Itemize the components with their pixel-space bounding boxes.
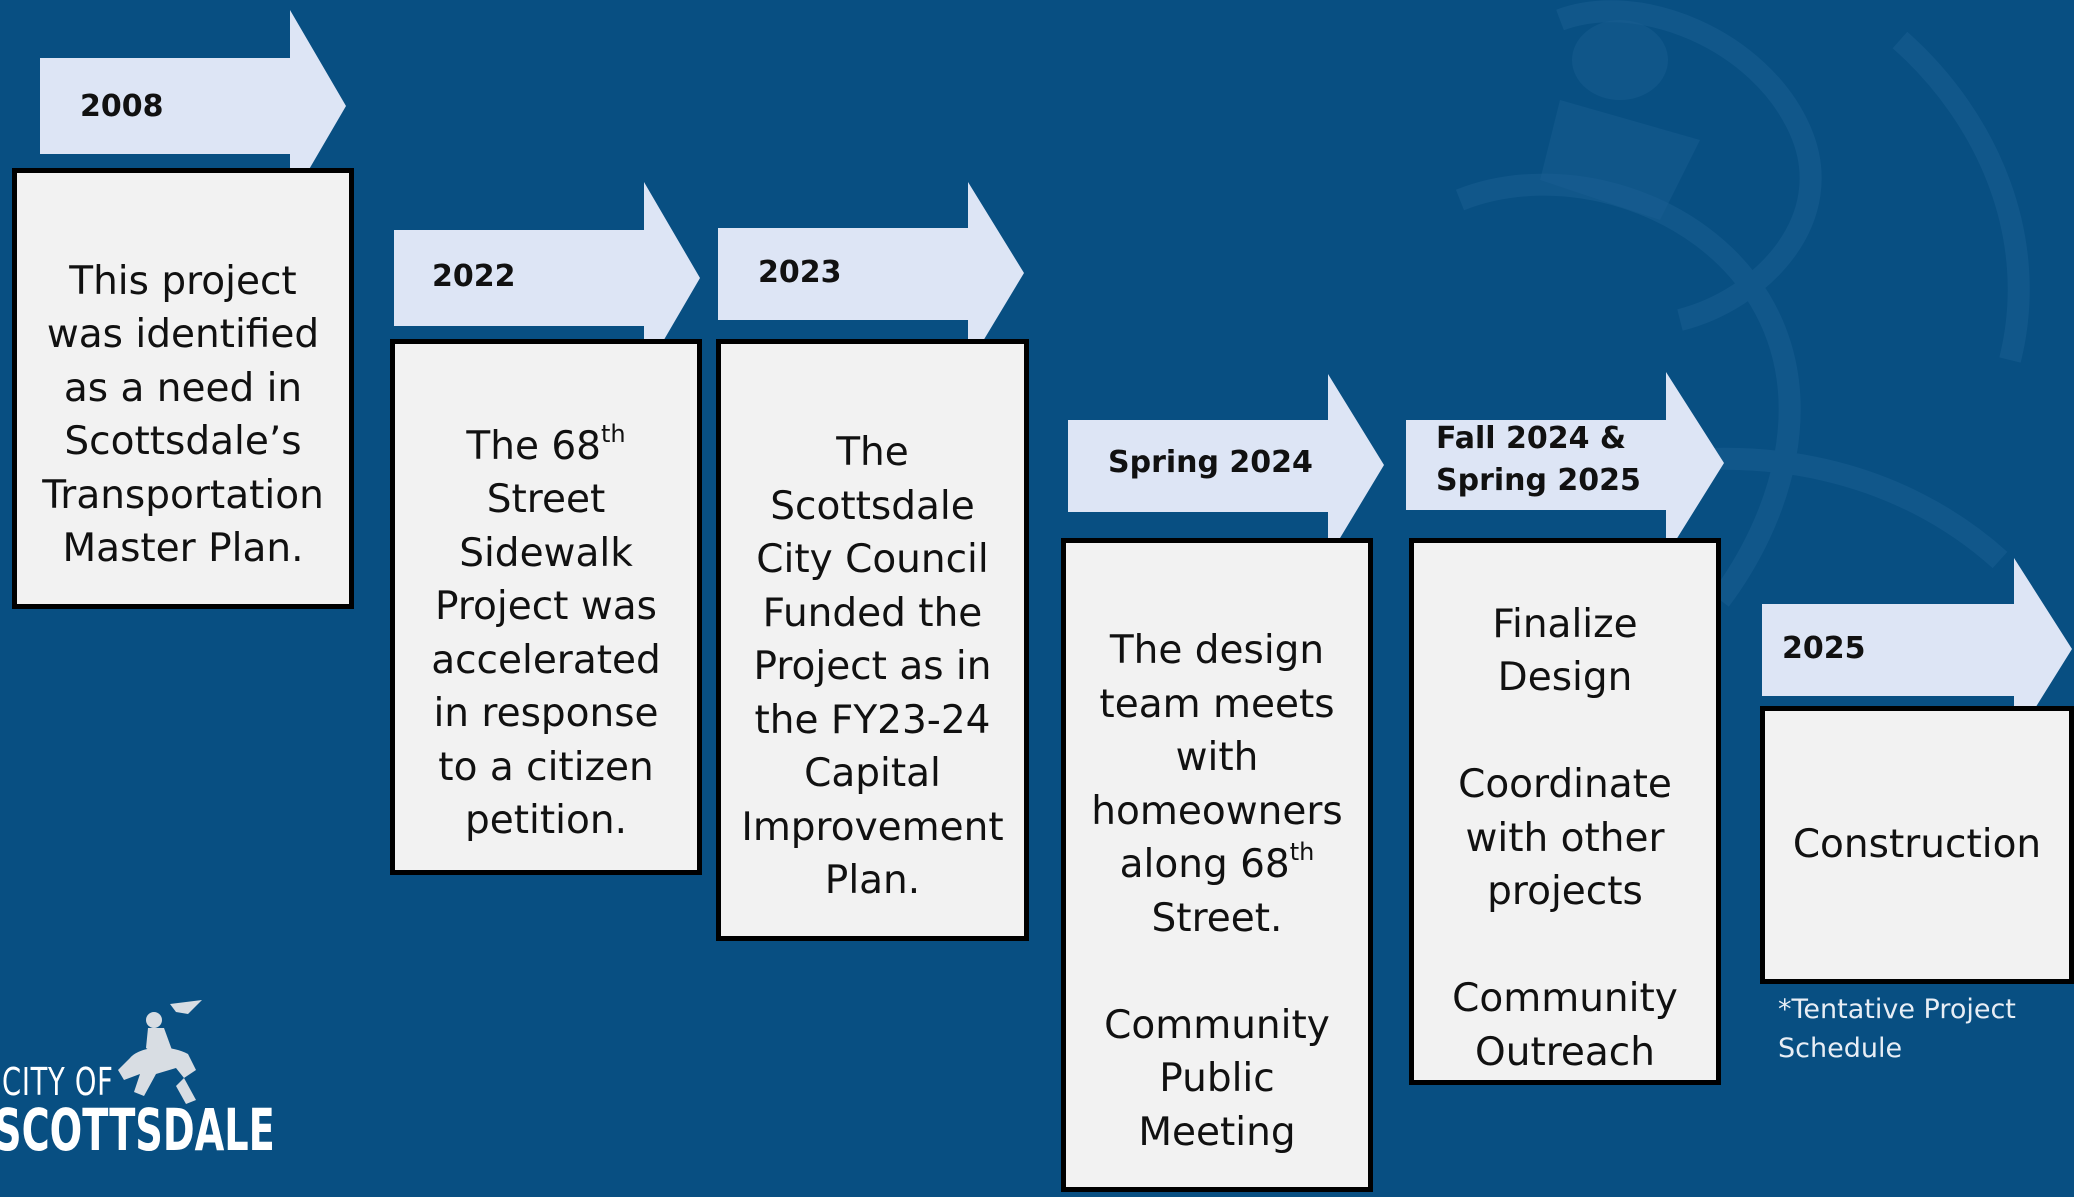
milestone-date-2023: 2023: [758, 255, 842, 290]
milestone-text-2025: Construction: [1792, 822, 2042, 868]
timeline-arrow-2008: 2008: [38, 8, 348, 204]
timeline-arrow-2023: 2023: [716, 180, 1026, 376]
milestone-box-2025: Construction: [1760, 706, 2074, 984]
timeline-arrow-2025: 2025: [1760, 556, 2074, 752]
timeline-arrow-2022: 2022: [392, 180, 702, 376]
milestone-date-2022: 2022: [432, 259, 516, 294]
logo-text-scottsdale: SCOTTSDALE: [0, 1096, 275, 1164]
bronco-rider-icon: [118, 1000, 202, 1104]
milestone-date-spring-2024: Spring 2024: [1108, 445, 1313, 480]
city-of-scottsdale-logo: CITY OF SCOTTSDALE: [0, 1000, 275, 1164]
milestone-date-fall-2024-spring-2025: Fall 2024 &Spring 2025: [1436, 421, 1641, 498]
milestone-date-2008: 2008: [80, 89, 164, 124]
milestone-date-2025: 2025: [1782, 631, 1866, 666]
logo-text-city-of: CITY OF: [2, 1060, 114, 1104]
timeline-arrow-fall-2024-spring-2025: Fall 2024 &Spring 2025: [1404, 370, 1726, 566]
timeline-arrow-spring-2024: Spring 2024: [1066, 372, 1386, 568]
